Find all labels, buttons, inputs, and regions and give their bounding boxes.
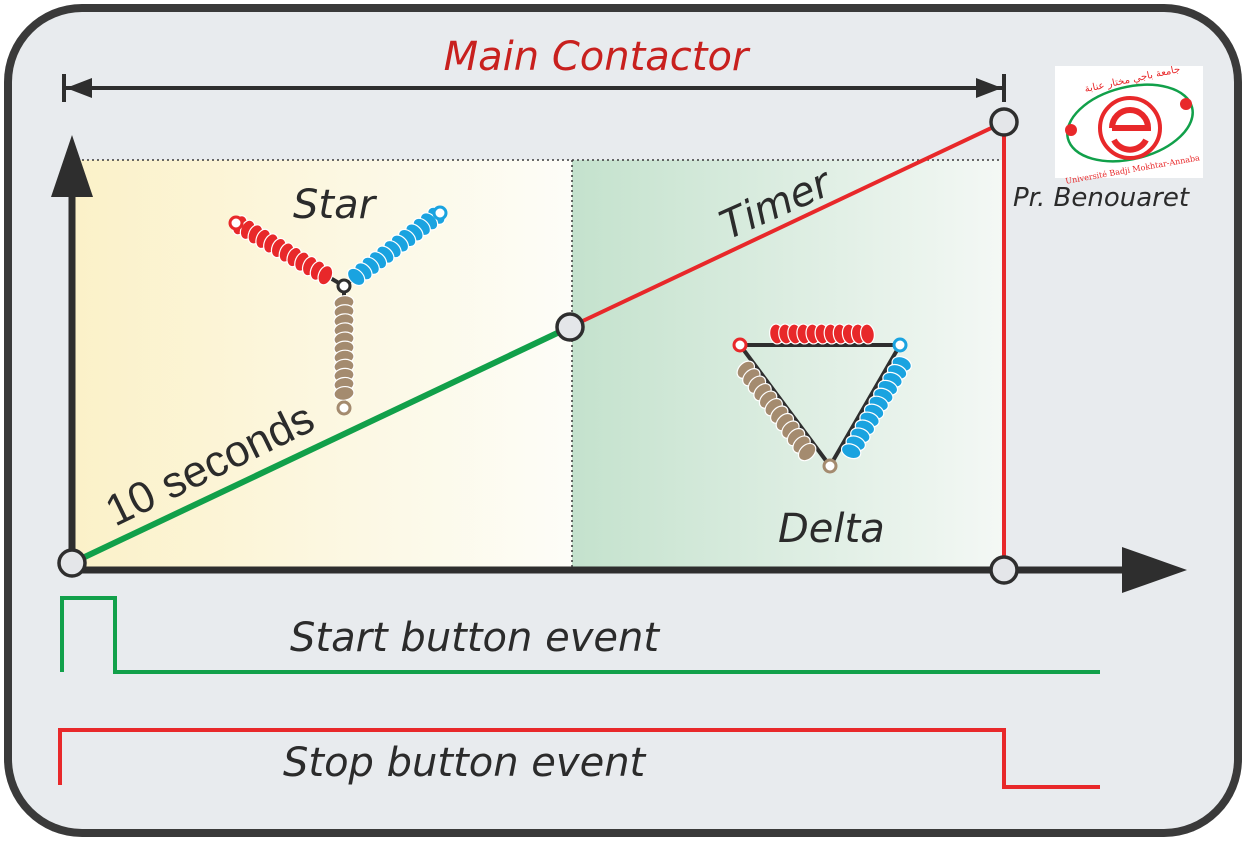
origin-node	[57, 548, 87, 578]
star-red-coil-turn	[317, 265, 334, 286]
delta-red-coil-turn	[859, 323, 875, 345]
title: Main Contactor	[444, 34, 751, 80]
start-event-label: Start button event	[290, 615, 660, 661]
delta-label: Delta	[778, 506, 885, 552]
delta-blue-coil	[840, 355, 912, 460]
timer-end-node	[989, 107, 1019, 137]
y-axis-arrow	[51, 135, 93, 197]
delta-brown-coil-turn	[797, 442, 817, 462]
switchover-node	[555, 312, 585, 342]
x-axis-arrow	[1122, 547, 1187, 593]
timer-line	[569, 120, 1005, 329]
main-contactor-left-arrow	[66, 78, 92, 98]
star-winding	[228, 205, 448, 416]
start-event-signal	[60, 596, 1100, 674]
stop-event-label: Stop button event	[283, 740, 647, 786]
star-brown-coil	[333, 295, 355, 401]
star-label: Star	[293, 182, 378, 228]
star-brown-coil-turn	[333, 385, 355, 401]
delta-brown-coil	[736, 360, 817, 462]
delta-region	[572, 160, 1004, 570]
delta-winding	[732, 323, 912, 474]
university-logo: جامعة باجي مختار عنابة Université Badji …	[1055, 64, 1203, 186]
author-label: Pr. Benouaret	[1013, 183, 1190, 213]
star-blue-coil-turn	[346, 267, 366, 287]
stop-node	[989, 555, 1019, 585]
star-timing-line	[70, 324, 572, 566]
delta-blue-coil-turn	[840, 443, 862, 460]
star-red-coil	[231, 215, 334, 286]
stop-event-signal	[58, 728, 1100, 789]
main-contactor-right-arrow	[976, 78, 1002, 98]
delta-red-coil	[769, 323, 875, 345]
